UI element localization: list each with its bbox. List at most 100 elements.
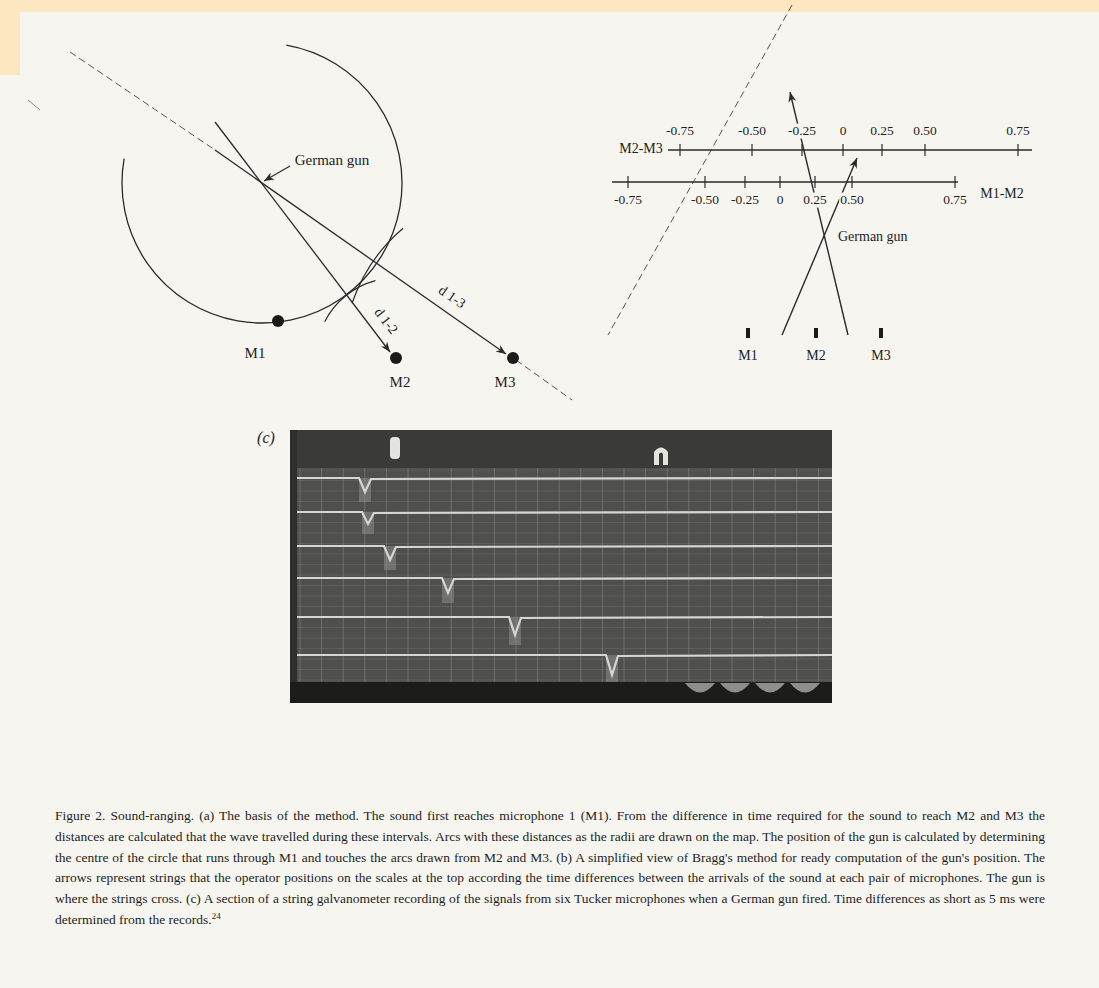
record-left-edge (290, 430, 297, 703)
record-grid-line (818, 468, 819, 682)
reference-line-dashed (608, 5, 792, 335)
microphone-label: M1 (245, 345, 266, 362)
scale-bar-m2-m3 (668, 149, 1032, 150)
record-grid-line (297, 669, 832, 670)
microphone-dot (272, 315, 284, 327)
microphone-dot (507, 352, 519, 364)
timing-mark (755, 683, 785, 693)
record-grid-line (297, 680, 832, 681)
range-arc-m2 (325, 281, 376, 322)
scale-value: 0.50 (912, 124, 938, 139)
microphone-mark (879, 328, 883, 338)
scale-value: -0.25 (730, 193, 760, 208)
record-grid-line (710, 468, 711, 682)
record-grid-line (775, 468, 776, 682)
scale-value: 0.75 (942, 193, 968, 208)
scale-value: 0 (776, 193, 785, 208)
timing-mark (720, 683, 750, 693)
distance-label: d 1-2 (371, 305, 401, 337)
microphone-trace (297, 655, 832, 675)
gun-leader (264, 166, 290, 181)
bearing-line-dashed (516, 360, 572, 400)
record-grid-line (297, 554, 832, 555)
scale-tick (679, 144, 680, 156)
scale-bar-m1-m2 (612, 181, 958, 182)
scale-value: 0.25 (869, 124, 895, 139)
scale-tick (881, 144, 882, 156)
scale-tick (924, 144, 925, 156)
microphone-trace (297, 512, 832, 524)
record-grid-line (297, 501, 832, 502)
panel-b-geometry (608, 5, 1032, 338)
scale-value: -0.75 (665, 124, 695, 139)
microphone-label: M3 (495, 374, 516, 391)
record-grid-line (297, 596, 832, 597)
record-grid-line (297, 533, 832, 534)
record-grid-line (429, 468, 430, 682)
scale-name: M2-M3 (619, 141, 663, 156)
microphone-mark (746, 328, 750, 338)
record-grid-line (297, 648, 832, 649)
microphone-trace (297, 546, 832, 560)
microphone-mark (814, 328, 818, 338)
record-grid-line (732, 468, 733, 682)
microphone-trace (297, 478, 832, 492)
scale-value: -0.50 (737, 124, 767, 139)
record-grid-line (300, 468, 301, 682)
record-mark (390, 437, 400, 459)
scale-tick (842, 144, 843, 156)
record-grid-line (297, 480, 832, 481)
record-grid-line (408, 468, 409, 682)
record-grid-line (297, 575, 832, 576)
bearing-line-m3 (215, 150, 506, 354)
record-grid-line (602, 468, 603, 682)
record-grid-line (343, 468, 344, 682)
record-grid-line (580, 468, 581, 682)
scale-tick (627, 176, 628, 188)
reference-number: 24 (212, 910, 221, 920)
caption-text: Figure 2. Sound-ranging. (a) The basis o… (55, 808, 1045, 927)
scale-tick (779, 176, 780, 188)
record-grid-line (516, 468, 517, 682)
microphone-label: M2 (806, 348, 825, 363)
scale-name: M1-M2 (980, 186, 1024, 201)
timing-mark (790, 683, 820, 693)
bearing-line-m2 (215, 122, 390, 352)
scale-value: -0.75 (613, 193, 643, 208)
record-grid-line (386, 468, 387, 682)
distance-label: d 1-3 (436, 282, 469, 311)
gun-label: German gun (838, 229, 908, 244)
record-grid-line (472, 468, 473, 682)
record-grid-line (494, 468, 495, 682)
microphone-label: M3 (871, 348, 890, 363)
scale-tick (744, 176, 745, 188)
scale-value: -0.50 (690, 193, 720, 208)
record-grid-line (321, 468, 322, 682)
record-grid-line (537, 468, 538, 682)
microphone-trace (297, 617, 832, 635)
record-grid-line (297, 564, 832, 565)
string-arrow (782, 158, 857, 335)
record-grid-line (645, 468, 646, 682)
record-grid-line (297, 659, 832, 660)
record-grid-line (297, 522, 832, 523)
record-grid-line (297, 627, 832, 628)
record-grid-line (297, 638, 832, 639)
scan-mark (28, 100, 40, 110)
figure-caption-block: Figure 2. Sound-ranging. (a) The basis o… (55, 806, 1045, 931)
record-grid-line (451, 468, 452, 682)
bearing-line-dashed (70, 52, 215, 150)
record-mark (654, 448, 668, 466)
microphone-dot (390, 352, 402, 364)
left-band (0, 0, 20, 75)
panel-a-geometry (28, 45, 572, 400)
record-grid-line (297, 543, 832, 544)
record-grid-line (297, 491, 832, 492)
scale-tick (704, 176, 705, 188)
top-band (0, 0, 1099, 12)
scale-tick (814, 176, 815, 188)
microphone-label: M2 (390, 374, 411, 391)
record-top-band (290, 430, 832, 468)
timing-mark (685, 683, 715, 693)
